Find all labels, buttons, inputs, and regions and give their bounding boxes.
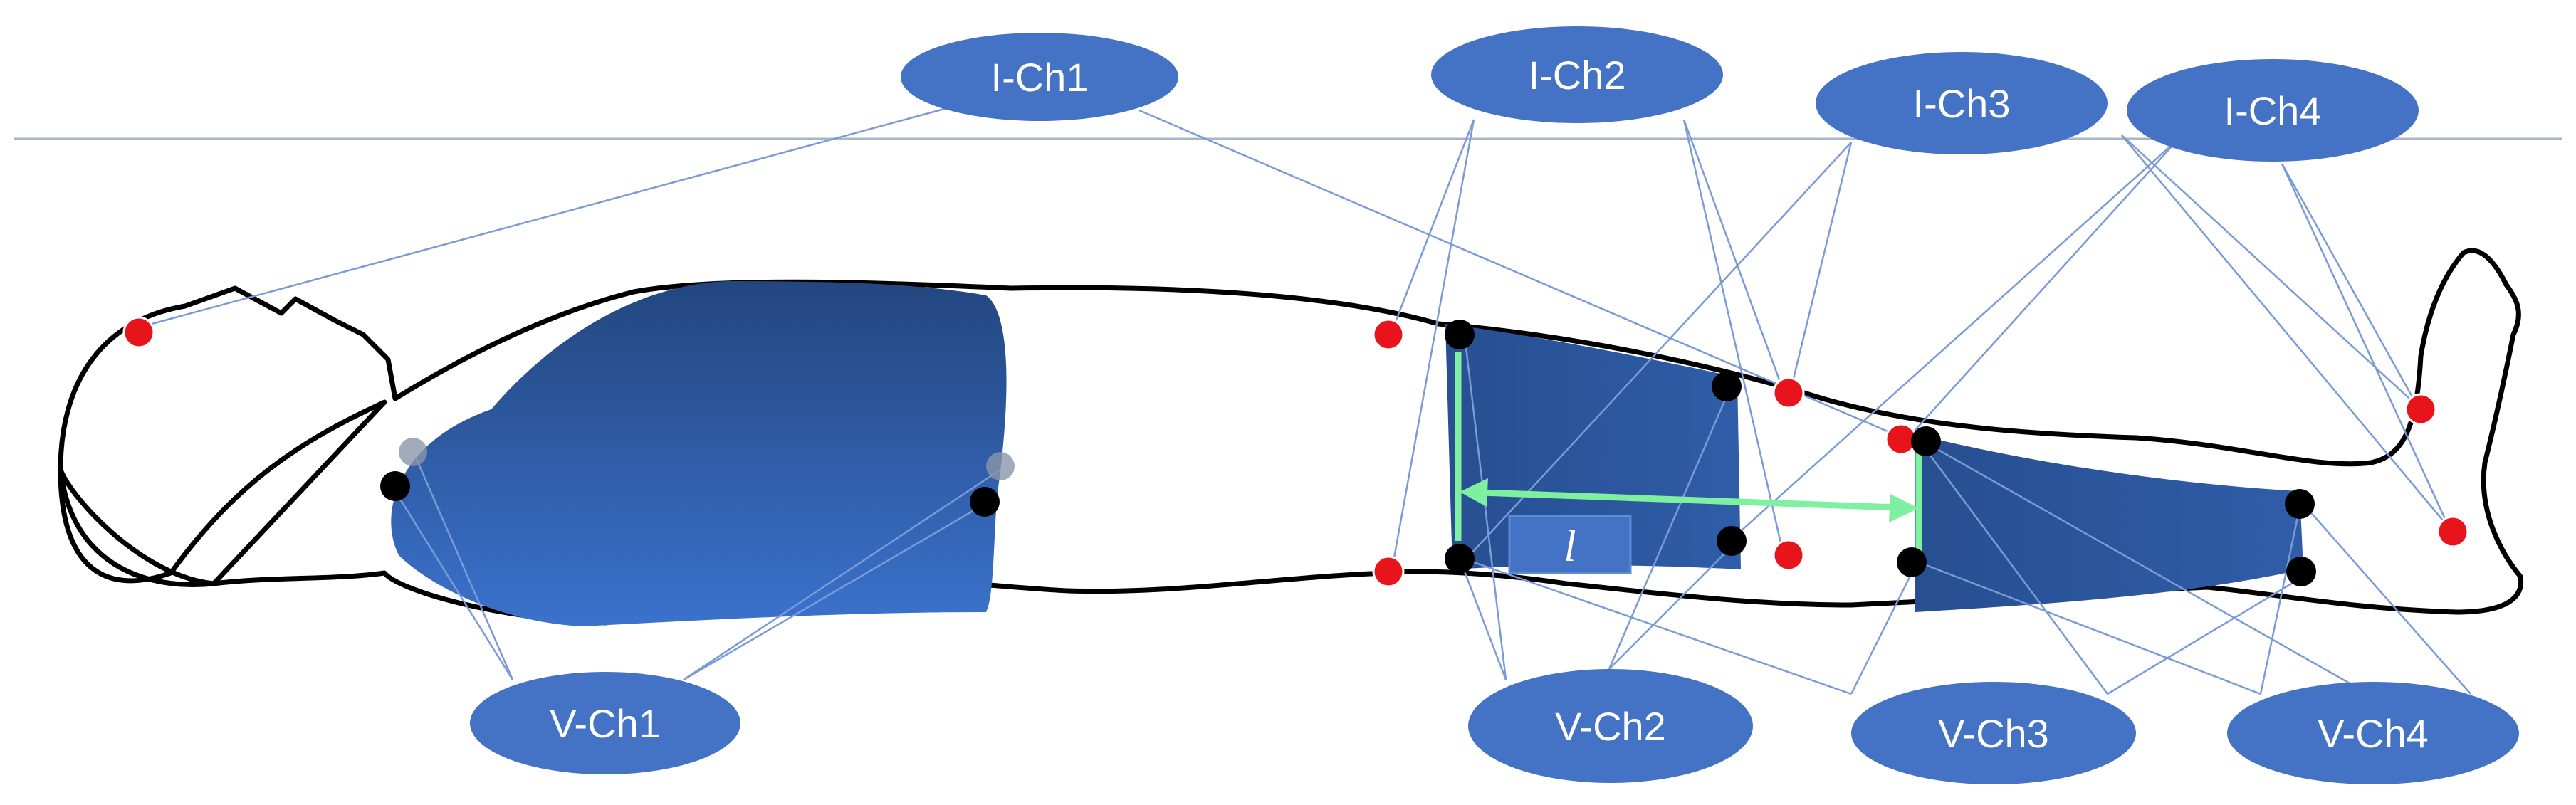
wire [1682,119,1785,556]
thigh-segment [1445,324,1741,569]
voltage-channel-4-label: V-Ch4 [2318,711,2429,756]
voltage-electrode-thigh-bl [1445,544,1475,574]
voltage-channel-3: V-Ch3 [1851,682,2136,784]
wire [1682,119,1785,392]
lower-leg-segment [1915,434,2303,612]
voltage-channel-2-label: V-Ch2 [1555,704,1666,749]
length-label-box [1508,515,1632,574]
voltage-channel-2-ellipse [1468,669,1753,783]
wire [683,468,1001,681]
current-channel-3-ellipse [1816,52,2108,154]
wire [1391,119,1475,570]
wire [1138,109,1898,437]
voltage-electrode-chest-left [380,471,410,501]
wire [2121,135,2418,406]
wire [2281,163,2451,529]
current-electrode-knee-top [1772,377,1805,409]
voltage-channel-2: V-Ch2 [1468,669,1753,783]
voltage-channel-4-ellipse [2227,682,2519,784]
electrode-wires [138,107,2471,695]
wire [2259,506,2301,695]
current-channel-4-ellipse [2127,59,2419,162]
torso-segment [391,281,1007,626]
voltage-electrode-chest-left-ghost [399,438,427,466]
length-label: l [1564,522,1576,571]
wire [1929,443,2350,685]
length-arrow-shaft [1480,489,1898,511]
wire [1464,341,1507,680]
wire [2121,135,2450,529]
wire [1918,561,2261,695]
wire [2107,575,2304,695]
current-channel-1: I-Ch1 [901,33,1178,121]
voltage-electrode-leg-br [2286,557,2316,586]
voltage-channel-3-ellipse [1851,682,2136,784]
wire [394,490,514,680]
wire [2281,163,2419,406]
wire [138,107,948,329]
current-channel-2-ellipse [1431,26,1723,123]
current-channel-1-label: I-Ch1 [991,55,1089,100]
wire [1391,119,1475,332]
wire [1850,565,1917,695]
length-arrowhead-left [1460,478,1488,507]
wire [1733,138,2179,538]
current-channel-2: I-Ch2 [1431,26,1723,123]
current-channel-4: I-Ch4 [2127,59,2419,162]
current-channel-3: I-Ch3 [1816,52,2108,154]
voltage-channel-3-label: V-Ch3 [1938,711,2049,756]
current-electrode-ankle-top [2404,393,2437,426]
wire [2303,503,2471,695]
voltage-channel-4: V-Ch4 [2227,682,2519,784]
current-channel-4-label: I-Ch4 [2224,88,2322,133]
channel-labels: I-Ch1 I-Ch2 I-Ch3 I-Ch4 V-Ch1 V-Ch2 V-Ch… [470,26,2519,784]
current-electrode-head [122,316,155,349]
current-channel-2-label: I-Ch2 [1529,53,1626,98]
wire [1608,387,1732,670]
current-channel-3-label: I-Ch3 [1913,81,2011,126]
current-electrode-ankle-bottom [2436,515,2469,548]
wire [1473,561,1852,695]
wire [1907,138,2179,438]
segment-length-marker [1455,352,1922,552]
voltage-electrode-leg-tr [2285,489,2315,519]
wire [683,504,983,681]
wire [1460,562,1507,680]
wire [1608,544,1734,670]
length-arrowhead-right [1889,494,1919,522]
wire [1921,444,2109,695]
voltage-electrode-thigh-tl [1445,320,1475,349]
wire [1789,142,1853,391]
current-electrode-knee-bottom [1772,539,1805,572]
voltage-electrode-thigh-br [1717,526,1747,556]
electrodes [122,316,2469,588]
voltage-electrode-leg-bl [1897,547,1927,577]
voltage-electrode-chest-right [970,487,1000,517]
voltage-channel-1-label: V-Ch1 [550,701,661,746]
wire [415,458,514,680]
voltage-channel-1: V-Ch1 [470,672,740,774]
current-channel-1-ellipse [901,33,1178,121]
voltage-channel-1-ellipse [470,672,740,774]
current-electrode-hip-top [1372,318,1405,351]
voltage-electrode-leg-tl [1911,426,1941,456]
voltage-electrode-thigh-tr [1712,372,1742,401]
current-electrode-hip-bottom [1372,555,1405,588]
voltage-electrode-chest-right-ghost [986,452,1015,480]
